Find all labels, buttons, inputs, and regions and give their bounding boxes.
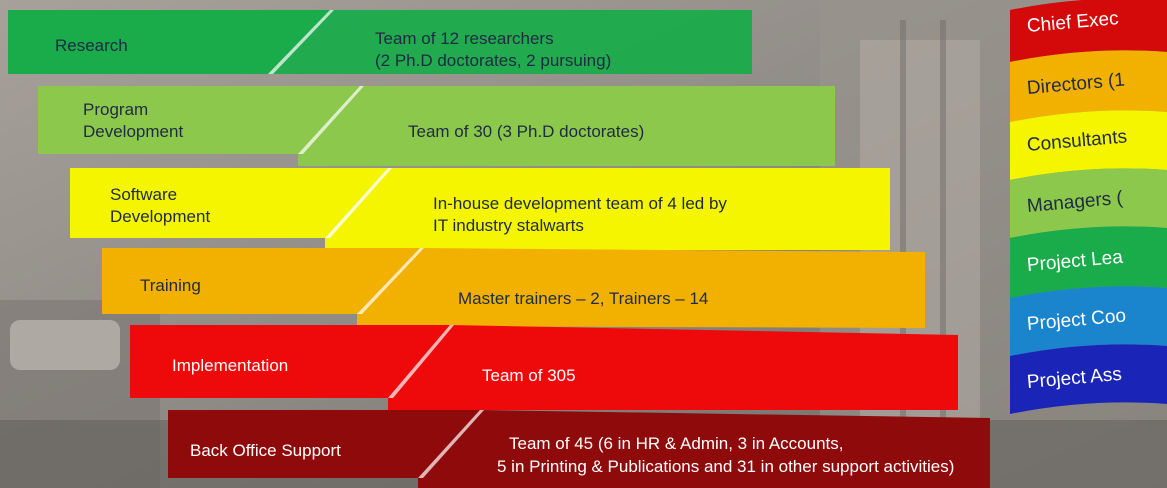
background-photo [0, 0, 1167, 488]
